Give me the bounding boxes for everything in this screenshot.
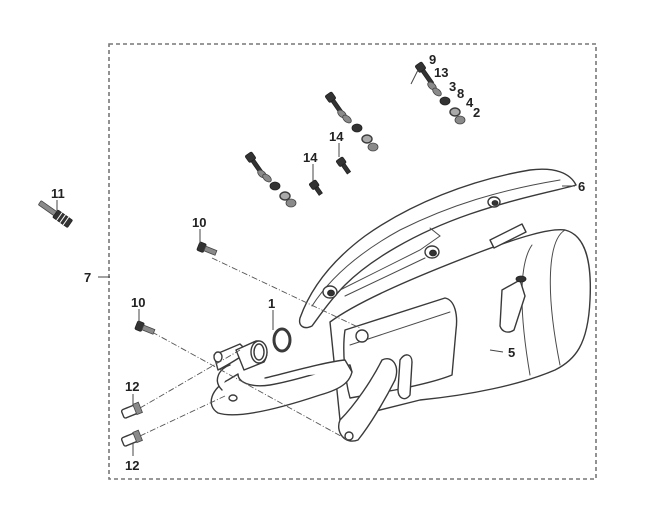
leader-lines	[56, 69, 575, 456]
exhaust-pipe[interactable]	[210, 340, 353, 416]
callout-5: 5	[508, 345, 515, 360]
callout-9: 9	[429, 52, 436, 67]
callout-12-upper: 12	[125, 379, 139, 394]
screw-left[interactable]	[309, 179, 324, 197]
oxygen-sensor[interactable]	[37, 199, 73, 228]
callout-4: 4	[466, 95, 474, 110]
gasket[interactable]	[272, 327, 292, 353]
callout-2: 2	[473, 105, 480, 120]
stud-nut-upper[interactable]	[120, 401, 143, 419]
callout-1: 1	[268, 296, 275, 311]
callout-7: 7	[84, 270, 91, 285]
assembly-line	[139, 349, 241, 409]
flange-bolt-lower[interactable]	[134, 320, 156, 336]
callout-6: 6	[578, 179, 585, 194]
callout-14-right: 14	[329, 129, 344, 144]
callout-3: 3	[449, 79, 456, 94]
callout-10-upper: 10	[192, 215, 206, 230]
callout-11: 11	[51, 186, 65, 201]
bolt-stack-right[interactable]	[415, 61, 466, 125]
callout-14-left: 14	[303, 150, 318, 165]
assembly-line	[139, 395, 226, 437]
callout-10-lower: 10	[131, 295, 145, 310]
screw-right[interactable]	[336, 156, 352, 176]
flange-bolt-upper[interactable]	[196, 241, 218, 257]
callout-12-lower: 12	[125, 458, 139, 473]
bolt-stack-middle[interactable]	[325, 91, 379, 152]
assembly-line	[211, 257, 361, 329]
assembly-line	[151, 331, 349, 441]
stud-nut-lower[interactable]	[120, 429, 143, 447]
bolt-stack-left[interactable]	[245, 151, 297, 208]
muffler-body[interactable]	[329, 229, 592, 442]
callout-8: 8	[457, 86, 464, 101]
callout-13: 13	[434, 65, 448, 80]
assembly-frame	[108, 43, 597, 480]
